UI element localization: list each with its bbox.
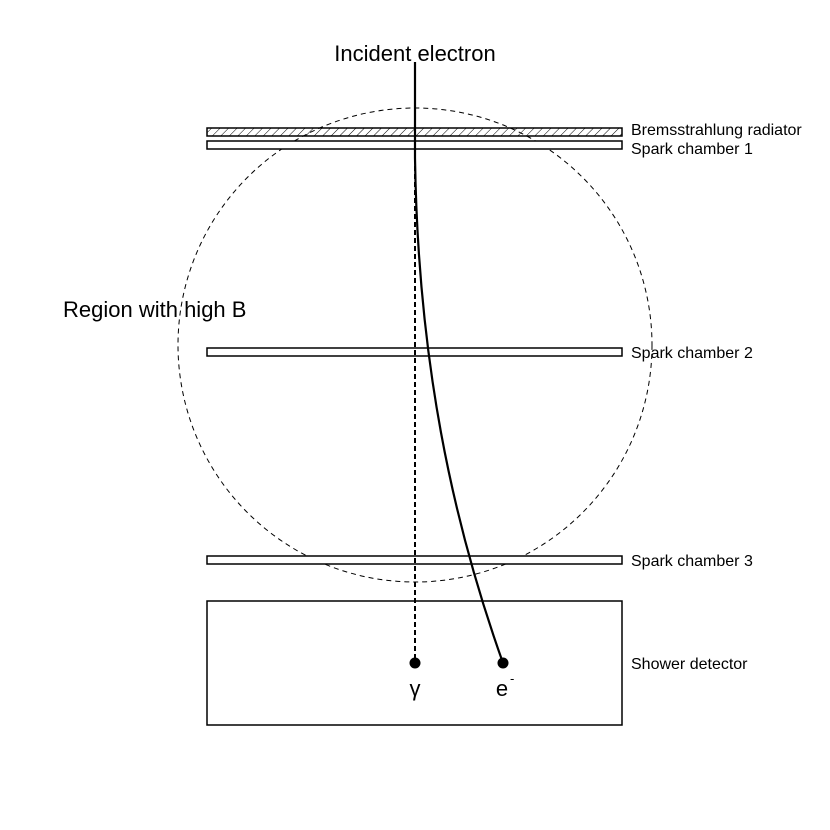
electron-hit-dot [497,657,509,669]
gamma-symbol: γ [410,676,421,701]
high-b-region-label: Region with high B [63,297,246,322]
photon-hit-dot [409,657,421,669]
incident-electron-label: Incident electron [334,41,495,66]
electron-charge-superscript: - [510,671,514,686]
electron-symbol: e [496,676,508,701]
radiator-label: Bremsstrahlung radiator [631,122,802,139]
spark-chamber-2-label: Spark chamber 2 [631,345,753,362]
shower-detector-label: Shower detector [631,656,748,673]
spark-chamber-3-label: Spark chamber 3 [631,553,753,570]
electron-deflected-track [413,157,505,664]
spark-chamber-1-label: Spark chamber 1 [631,141,753,158]
